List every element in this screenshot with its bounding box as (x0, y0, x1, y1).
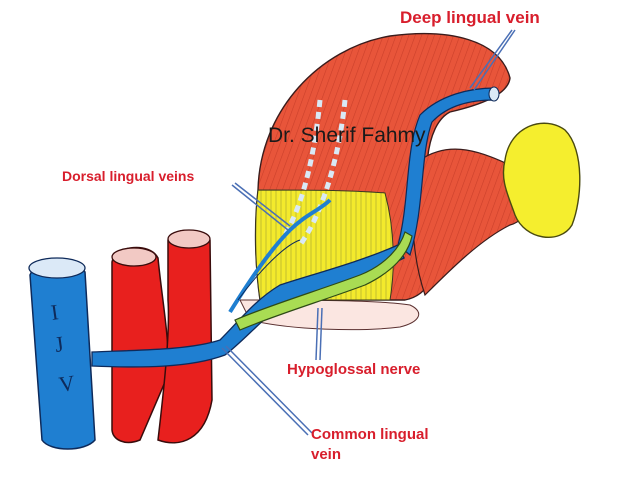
pointer-dorsal-lingual-veins (231, 184, 289, 231)
pointer-deep-lingual-vein (469, 29, 513, 89)
ijv-letter-j: J (53, 331, 65, 357)
ijv-letter-v: V (57, 370, 76, 397)
pointer-deep-lingual-vein-2 (473, 29, 516, 91)
yellow-gland (502, 122, 581, 239)
dorsal-lingual-vein-dashed-2 (297, 99, 348, 247)
label-common-lingual-vein: Common lingual vein (311, 425, 429, 465)
label-hypoglossal-nerve: Hypoglossal nerve (287, 361, 421, 378)
deep-lingual-vein-opening (488, 86, 500, 102)
ijv-letter-i: I (49, 299, 60, 325)
label-common-lingual-vein-line1: Common lingual (311, 426, 429, 443)
hyoglossus-fan-muscle (412, 148, 532, 297)
pointer-common-lingual-vein (221, 347, 309, 436)
ijv-top-opening (28, 257, 86, 279)
dorsal-lingual-vein-branch-2 (237, 239, 301, 301)
pointer-hypoglossal-nerve (315, 307, 319, 361)
common-lingual-vein (91, 244, 405, 368)
pointer-common-lingual-vein-2 (225, 345, 313, 434)
label-dorsal-lingual-veins: Dorsal lingual veins (62, 168, 195, 184)
label-common-lingual-vein-line2: vein (311, 446, 342, 463)
dorsal-lingual-vein-branch (228, 198, 332, 314)
author-watermark: Dr. Sherif Fahmy (268, 124, 426, 147)
pointer-hypoglossal-nerve-2 (319, 307, 323, 361)
hypoglossal-nerve (234, 231, 413, 331)
dorsal-lingual-vein-dashed-1 (282, 99, 323, 237)
carotid-right-opening (167, 229, 211, 249)
pointer-dorsal-lingual-veins-2 (234, 182, 291, 227)
label-deep-lingual-vein: Deep lingual vein (400, 8, 540, 27)
carotid-left-opening (111, 247, 157, 267)
carotid-artery-left (111, 246, 170, 444)
